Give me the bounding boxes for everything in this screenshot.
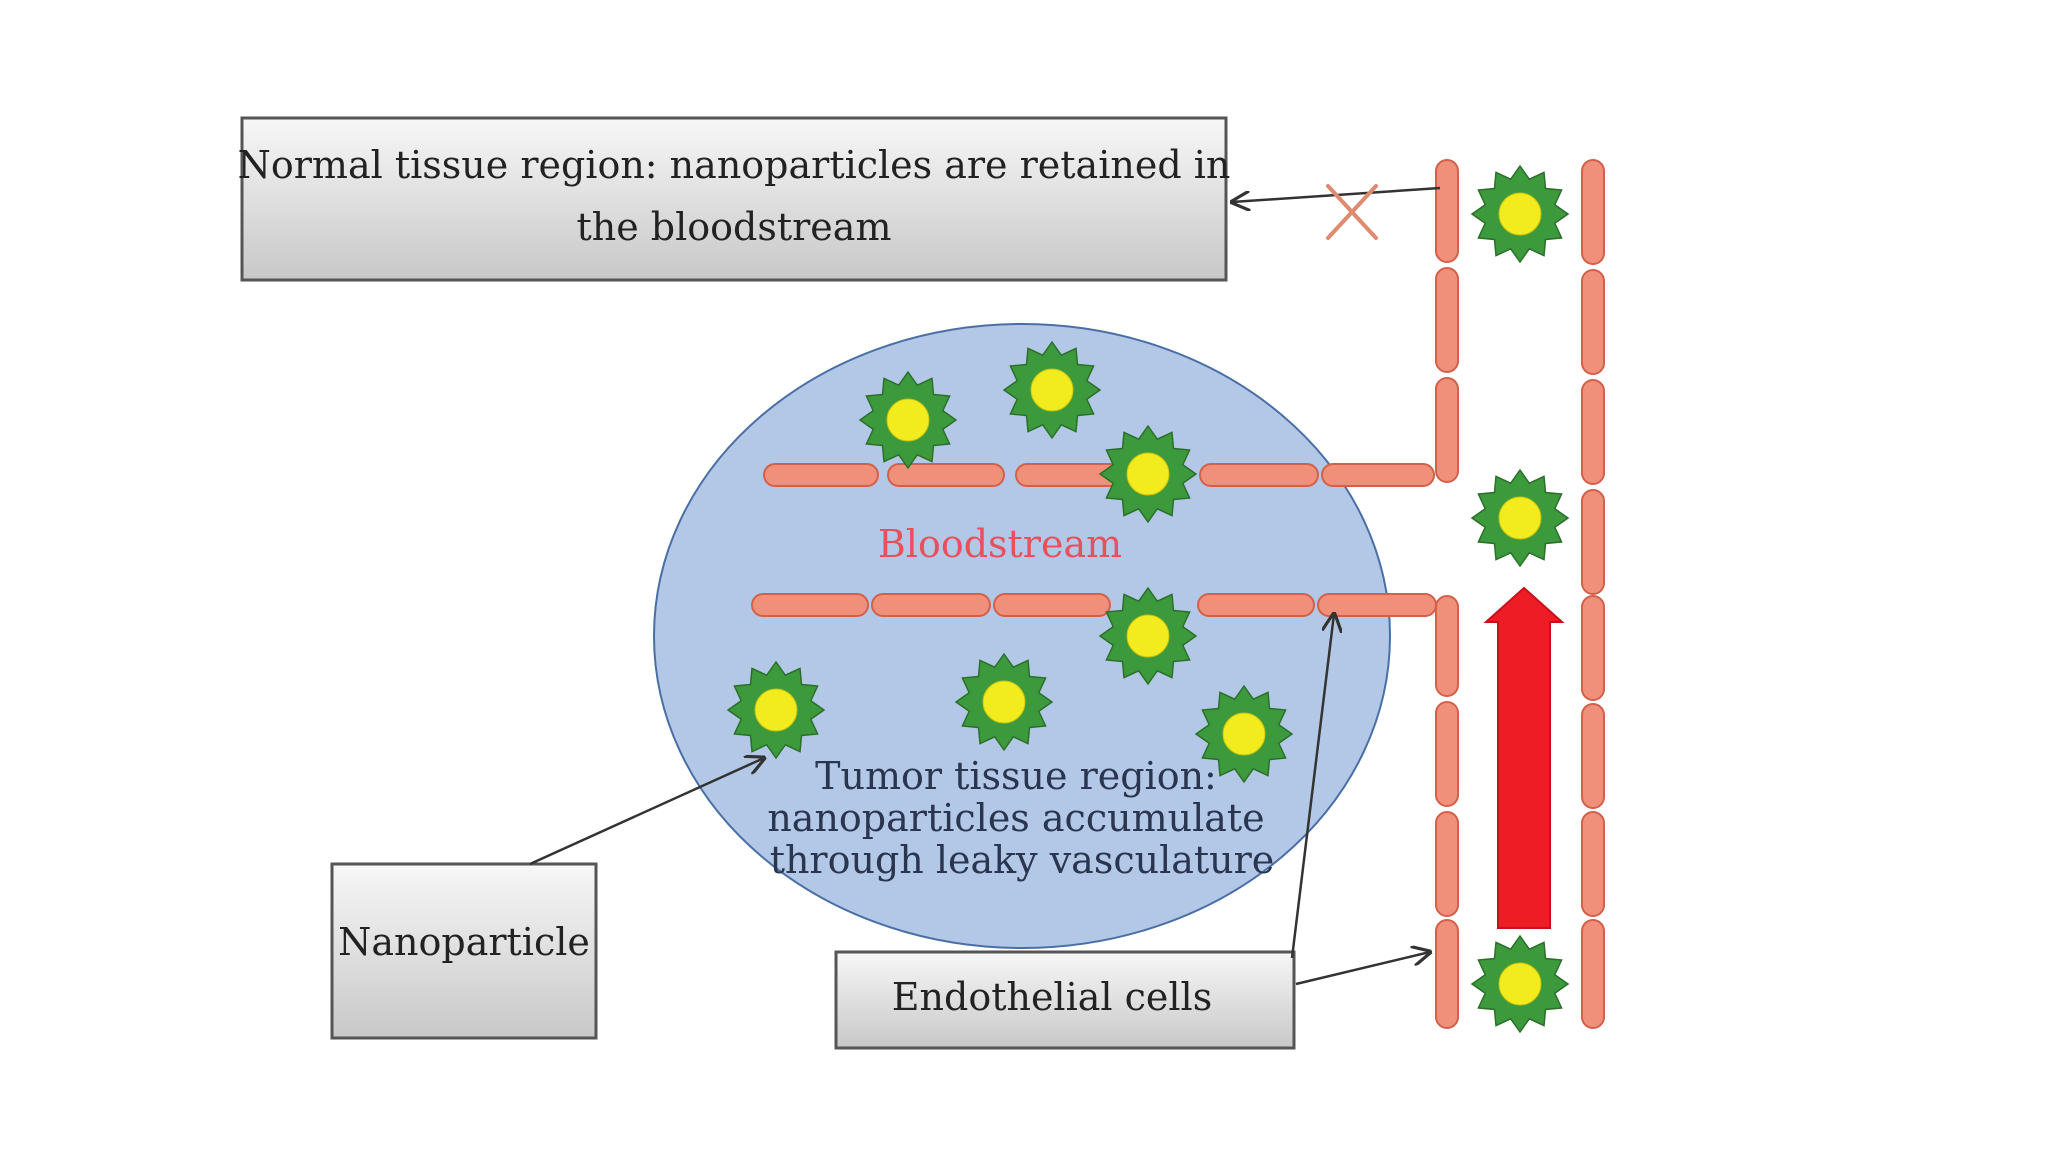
star-burst-nanoparticle-icon bbox=[726, 660, 826, 760]
star-burst-nanoparticle-icon bbox=[1470, 468, 1570, 568]
endothelial-cell bbox=[1435, 811, 1459, 917]
normal-tissue-label-line2: the bloodstream bbox=[577, 205, 892, 249]
endothelial-cell bbox=[1581, 811, 1605, 917]
star-burst-nanoparticle-icon bbox=[1098, 586, 1198, 686]
endothelial-cell bbox=[1435, 919, 1459, 1029]
endothelial-cell bbox=[1435, 377, 1459, 483]
star-burst-nanoparticle-icon bbox=[1194, 684, 1294, 784]
endothelial-cell bbox=[751, 593, 869, 617]
star-burst-nanoparticle-icon bbox=[954, 652, 1054, 752]
tumor-label-line2: nanoparticles accumulate bbox=[767, 796, 1264, 840]
endothelial-cell bbox=[1581, 379, 1605, 485]
endothelial-pointer-arrow-1 bbox=[1290, 614, 1334, 959]
star-burst-nanoparticle-icon bbox=[1098, 424, 1198, 524]
star-burst-nanoparticle-icon bbox=[1470, 934, 1570, 1034]
nanoparticle-label: Nanoparticle bbox=[338, 920, 590, 964]
endothelial-cell bbox=[1435, 159, 1459, 263]
endothelial-cell bbox=[993, 593, 1111, 617]
endothelial-cells-label: Endothelial cells bbox=[892, 975, 1212, 1019]
endothelial-cell bbox=[1581, 159, 1605, 265]
endothelial-cell bbox=[763, 463, 879, 487]
endothelial-cell bbox=[1435, 595, 1459, 697]
up-arrow-icon bbox=[1483, 586, 1565, 929]
endothelial-cells-box: Endothelial cells bbox=[834, 950, 1296, 1050]
endothelial-cell bbox=[1435, 701, 1459, 807]
tumor-label-line1: Tumor tissue region: bbox=[815, 754, 1217, 798]
endothelial-cell bbox=[1197, 593, 1315, 617]
endothelial-pointer-arrow-2 bbox=[1295, 952, 1430, 986]
tumor-label-line3: through leaky vasculature bbox=[770, 838, 1275, 882]
nanoparticle-box: Nanoparticle bbox=[330, 862, 598, 1040]
endothelial-cell bbox=[1581, 489, 1605, 595]
endothelial-cell bbox=[1435, 267, 1459, 373]
endothelial-cell bbox=[1581, 703, 1605, 809]
star-burst-nanoparticle-icon bbox=[1002, 340, 1102, 440]
endothelial-cell bbox=[1317, 593, 1437, 617]
endothelial-cell bbox=[1321, 463, 1435, 487]
endothelial-cell bbox=[1581, 595, 1605, 701]
bloodstream-label: Bloodstream bbox=[878, 522, 1122, 566]
endothelial-cell bbox=[887, 463, 1005, 487]
normal-tissue-label-line1: Normal tissue region: nanoparticles are … bbox=[238, 143, 1231, 187]
endothelial-cell bbox=[1581, 269, 1605, 375]
nanoparticle-group bbox=[726, 164, 1570, 1034]
x-cross-icon bbox=[1326, 184, 1378, 240]
star-burst-nanoparticle-icon bbox=[1470, 164, 1570, 264]
endothelial-cell bbox=[1199, 463, 1319, 487]
star-burst-nanoparticle-icon bbox=[858, 370, 958, 470]
endothelial-cell bbox=[1581, 919, 1605, 1029]
normal-tissue-box: Normal tissue region: nanoparticles are … bbox=[238, 116, 1231, 282]
endothelial-cell-layer bbox=[751, 159, 1605, 1029]
nanoparticle-pointer-arrow bbox=[529, 758, 764, 866]
tumor-tissue-label: Tumor tissue region: nanoparticles accum… bbox=[767, 754, 1274, 882]
endothelial-cell bbox=[871, 593, 991, 617]
